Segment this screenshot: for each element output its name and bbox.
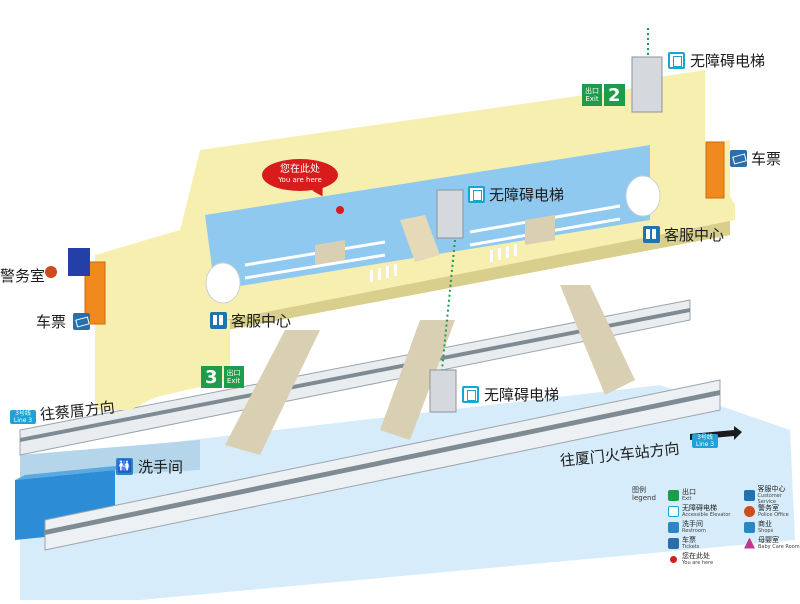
service-label-right: 客服中心 <box>664 226 725 244</box>
ticket-icon <box>668 537 679 549</box>
ticket-label-right: 车票 <box>751 150 782 168</box>
platform-floor <box>20 385 795 600</box>
elevator-label-mid: 无障碍电梯 <box>489 186 565 204</box>
legend-label-cn: 出口 <box>682 487 696 496</box>
legend-label-en: Restroom <box>682 527 706 534</box>
line-tag-right: 3号线 Line 3 <box>692 434 718 448</box>
lower-track-train <box>44 379 721 551</box>
legend-label-cn: 无障碍电梯 <box>682 503 717 512</box>
line-tag-left: 3号线 Line 3 <box>10 410 36 424</box>
you-are-here-cn: 您在此处 <box>280 164 320 175</box>
legend-label-en: Police Office <box>758 511 789 518</box>
line-tag-cn: 3号线 <box>697 434 713 441</box>
customer-service-icon <box>210 312 227 329</box>
police-icon <box>744 505 755 517</box>
you-are-here-marker <box>336 206 344 214</box>
exit-label-cn: 出口 <box>226 369 241 377</box>
legend-label-en: Exit <box>682 495 692 502</box>
concourse-slab-side <box>95 220 730 355</box>
line-tag-en: Line 3 <box>13 417 33 424</box>
exit-icon <box>668 489 679 501</box>
exit-3-stub <box>100 320 230 410</box>
upper-track-train <box>19 299 691 456</box>
platform-stairs <box>315 215 555 265</box>
you-are-here-bubble: 您在此处 You are here <box>262 159 338 191</box>
legend-title: 图例 legend <box>632 486 656 502</box>
stair-supports <box>225 285 635 455</box>
you-are-here-icon <box>670 555 677 563</box>
ticket-gates <box>370 244 517 282</box>
legend-label-cn: 商业 <box>758 519 772 528</box>
customer-service-icon <box>744 489 755 501</box>
legend-label-en: Customer Service <box>757 492 782 505</box>
line-tag-cn: 3号线 <box>15 410 31 417</box>
police-badge <box>45 266 57 278</box>
customer-service-icon <box>643 226 660 243</box>
legend-label-en: Tickets <box>682 543 700 550</box>
elevator-icon <box>462 386 479 403</box>
exit-label-en: Exit <box>585 95 599 103</box>
exit-number: 3 <box>201 366 222 388</box>
restroom-icon <box>668 521 679 533</box>
restroom-label: 洗手间 <box>138 458 184 476</box>
exit-label-en: Exit <box>226 377 241 385</box>
legend-title-en: legend <box>632 494 656 502</box>
exit-label-cn: 出口 <box>585 87 599 95</box>
elevator-shafts <box>429 56 663 413</box>
legend-label-cn: 客服中心 <box>757 484 786 493</box>
service-label-left: 客服中心 <box>231 312 292 330</box>
ticket-label-left: 车票 <box>36 313 67 331</box>
line-tag-en: Line 3 <box>695 441 715 448</box>
ticket-machine-right <box>705 141 725 199</box>
elevator-icon <box>668 505 679 517</box>
ticket-machine-left <box>84 261 106 325</box>
legend-label-cn: 您在此处 <box>682 551 710 560</box>
police-label: 警务室 <box>0 267 46 285</box>
exit-number: 2 <box>604 84 625 106</box>
legend-label-cn: 警务室 <box>758 503 779 512</box>
elevator-label-low: 无障碍电梯 <box>484 386 560 404</box>
elevator-icon <box>668 52 685 69</box>
legend-label-cn: 洗手间 <box>682 519 703 528</box>
police-booth <box>68 248 90 276</box>
service-kiosks <box>205 175 661 304</box>
elevator-paths <box>441 28 649 371</box>
legend-label-en: You are here <box>682 559 714 566</box>
elevator-icon <box>468 186 485 203</box>
you-are-here-en: You are here <box>278 176 322 184</box>
ticket-icon <box>730 150 747 167</box>
restroom-icon <box>116 458 133 475</box>
legend-label-cn: 母婴室 <box>758 535 779 544</box>
shop-icon <box>744 521 755 533</box>
restroom-block-top <box>15 465 125 480</box>
legend-label-cn: 车票 <box>682 535 696 544</box>
legend-label-en: Accessible Elevator <box>682 511 731 518</box>
legend-label-en: Baby Care Room <box>758 543 800 550</box>
ticket-icon <box>73 313 90 330</box>
baby-care-icon <box>744 537 755 549</box>
legend-label-en: Shops <box>758 527 774 534</box>
elevator-label-top: 无障碍电梯 <box>690 52 766 70</box>
legend-title-cn: 图例 <box>632 486 646 494</box>
platform-shadow <box>20 440 200 480</box>
